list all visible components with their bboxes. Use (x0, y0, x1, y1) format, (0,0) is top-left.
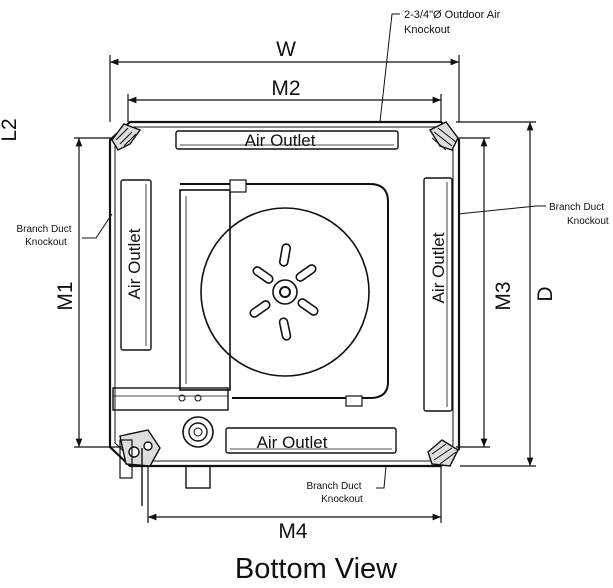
air-outlet-bottom: Air Outlet (225, 427, 397, 454)
air-outlet-top: Air Outlet (175, 130, 399, 150)
air-outlet-bottom-label: Air Outlet (257, 433, 328, 452)
air-outlet-left: Air Outlet (120, 179, 152, 351)
corner-bracket-bottom-right (427, 439, 459, 467)
leader-lines (82, 13, 546, 489)
dimension-lines (74, 55, 536, 523)
air-outlet-left-label: Air Outlet (125, 228, 144, 299)
callout-branch-right-line1: Branch Duct (549, 202, 604, 213)
callout-branch-right-line2: Knockout (567, 216, 609, 227)
dimension-label-m1: M1 (54, 281, 77, 310)
callout-outdoor-air-line1: 2-3/4"Ø Outdoor Air (404, 9, 501, 21)
callout-branch-left-line1: Branch Duct (16, 224, 71, 235)
dimension-label-l2: L2 (0, 118, 21, 141)
dimension-label-m3: M3 (492, 281, 515, 310)
fan-housing (112, 179, 389, 506)
air-outlet-right-label: Air Outlet (429, 232, 448, 303)
unit-body (108, 120, 461, 468)
fan-wheel (200, 207, 370, 377)
view-title: Bottom View (235, 553, 398, 585)
dimension-label-w: W (276, 38, 296, 61)
callout-outdoor-air-line2: Knockout (404, 24, 450, 36)
dimension-label-d: D (534, 286, 557, 301)
dimension-label-m4: M4 (278, 520, 307, 543)
callout-branch-left-line2: Knockout (25, 237, 67, 248)
callout-branch-bottom-line1: Branch Duct (306, 481, 361, 492)
corner-bracket-top-right (428, 121, 459, 151)
air-outlet-top-label: Air Outlet (245, 131, 316, 150)
air-outlet-right: Air Outlet (423, 177, 453, 412)
corner-bracket-bottom-left (119, 429, 161, 467)
dimension-label-m2: M2 (271, 77, 300, 100)
corner-bracket-top-left (111, 123, 142, 151)
callout-branch-bottom-line2: Knockout (321, 494, 363, 505)
